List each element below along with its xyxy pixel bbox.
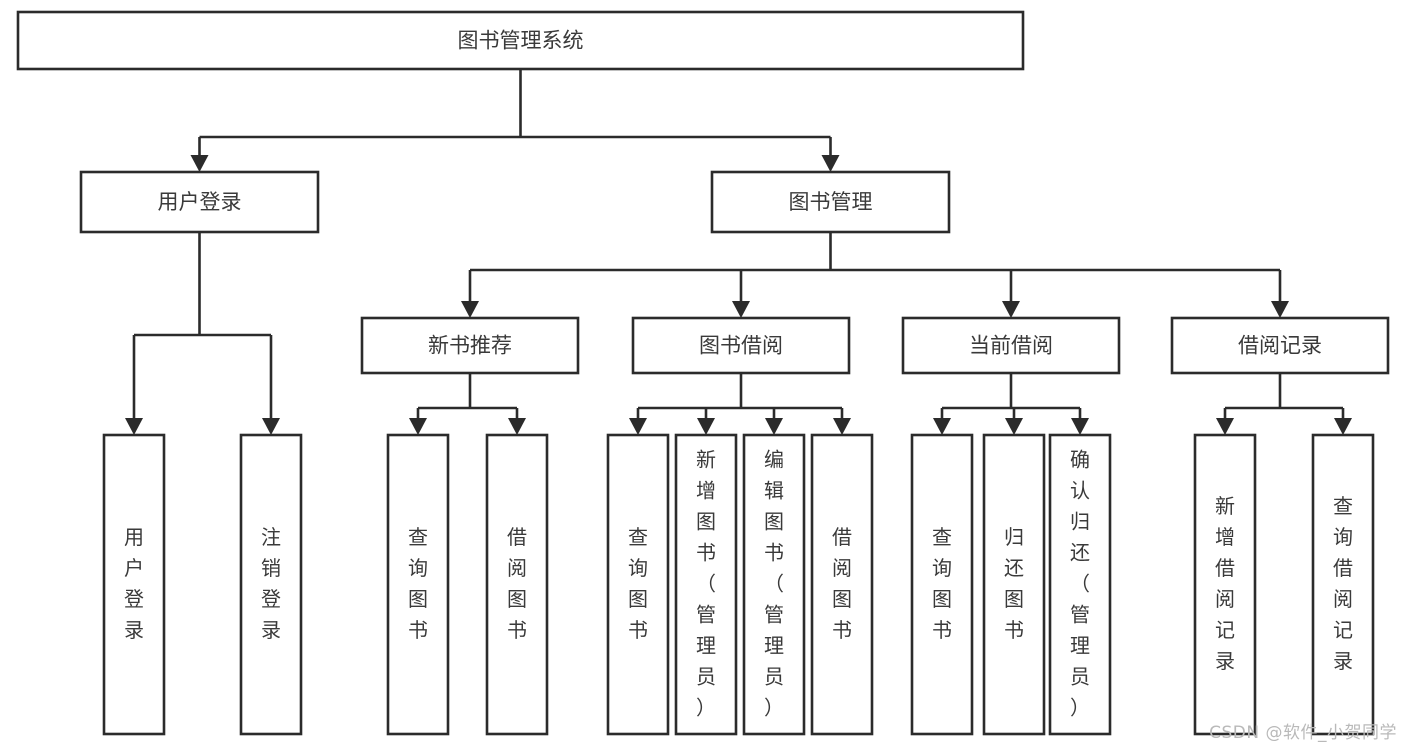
- user-login-branch-1-arrowhead: [262, 418, 280, 435]
- node-root[interactable]: 图书管理系统: [16, 10, 1025, 71]
- node-label-br-add-record: 新增借阅记录: [1215, 494, 1235, 673]
- node-br-query-record[interactable]: 查询借阅记录: [1311, 433, 1375, 736]
- node-box-cb-confirm-return: [1048, 433, 1112, 736]
- node-user-login[interactable]: 用户登录: [79, 170, 320, 234]
- node-label-bb-query-book: 查询图书: [628, 525, 648, 642]
- node-bb-query-book[interactable]: 查询图书: [606, 433, 670, 736]
- node-label-user-login: 用户登录: [158, 190, 242, 214]
- book-manage-branch-2-arrowhead: [1002, 301, 1020, 318]
- node-box-book-manage: [710, 170, 951, 234]
- current-borrow-branch-2-arrowhead: [1071, 418, 1089, 435]
- node-box-borrow-record: [1170, 316, 1390, 375]
- root-branch-1-arrowhead: [821, 155, 840, 172]
- book-borrow-branch-3-arrowhead: [833, 418, 851, 435]
- node-box-br-query-record: [1311, 433, 1375, 736]
- node-label-cb-confirm-return: 确认归还（管理员）: [1070, 447, 1090, 719]
- node-br-add-record[interactable]: 新增借阅记录: [1193, 433, 1257, 736]
- node-box-nbr-borrow-book: [485, 433, 549, 736]
- new-book-recommend-branch-0-arrowhead: [409, 418, 427, 435]
- node-label-user-login-do: 用户登录: [124, 525, 144, 642]
- book-borrow-branch-0-arrowhead: [629, 418, 647, 435]
- node-layer: 图书管理系统用户登录用户登录注销登录图书管理新书推荐查询图书借阅图书图书借阅查询…: [16, 10, 1390, 736]
- node-box-current-borrow: [901, 316, 1121, 375]
- node-label-cb-query-book: 查询图书: [932, 525, 952, 642]
- book-manage-branch-1-arrowhead: [732, 301, 750, 318]
- node-box-book-borrow: [631, 316, 851, 375]
- book-manage-branch-3-arrowhead: [1271, 301, 1289, 318]
- node-bb-borrow-book[interactable]: 借阅图书: [810, 433, 874, 736]
- node-user-logout[interactable]: 注销登录: [239, 433, 303, 736]
- node-label-book-borrow: 图书借阅: [699, 334, 783, 358]
- borrow-record-branch-1-arrowhead: [1334, 418, 1352, 435]
- node-box-bb-query-book: [606, 433, 670, 736]
- node-cb-query-book[interactable]: 查询图书: [910, 433, 974, 736]
- node-user-login-do[interactable]: 用户登录: [102, 433, 166, 736]
- node-label-bb-borrow-book: 借阅图书: [832, 525, 852, 642]
- node-label-cb-return-book: 归还图书: [1004, 525, 1024, 642]
- new-book-recommend-branch-1-arrowhead: [508, 418, 526, 435]
- root-branch-0-arrowhead: [190, 155, 209, 172]
- book-manage-branch-0-arrowhead: [461, 301, 479, 318]
- node-label-user-logout: 注销登录: [261, 525, 281, 642]
- node-nbr-borrow-book[interactable]: 借阅图书: [485, 433, 549, 736]
- node-book-manage[interactable]: 图书管理: [710, 170, 951, 234]
- node-label-borrow-record: 借阅记录: [1238, 334, 1322, 358]
- current-borrow-branch-0-arrowhead: [933, 418, 951, 435]
- node-current-borrow[interactable]: 当前借阅: [901, 316, 1121, 375]
- node-box-br-add-record: [1193, 433, 1257, 736]
- node-box-root: [16, 10, 1025, 71]
- book-borrow-branch-1-arrowhead: [697, 418, 715, 435]
- user-login-branch-0-arrowhead: [125, 418, 143, 435]
- node-label-bb-add-book: 新增图书（管理员）: [696, 447, 716, 719]
- node-book-borrow[interactable]: 图书借阅: [631, 316, 851, 375]
- node-label-br-query-record: 查询借阅记录: [1333, 494, 1353, 673]
- node-label-bb-edit-book: 编辑图书（管理员）: [764, 447, 784, 719]
- node-bb-add-book[interactable]: 新增图书（管理员）: [674, 433, 738, 736]
- borrow-record-branch-0-arrowhead: [1216, 418, 1234, 435]
- node-cb-confirm-return[interactable]: 确认归还（管理员）: [1048, 433, 1112, 736]
- node-label-new-book-recommend: 新书推荐: [428, 334, 512, 358]
- node-box-cb-query-book: [910, 433, 974, 736]
- node-box-cb-return-book: [982, 433, 1046, 736]
- node-bb-edit-book[interactable]: 编辑图书（管理员）: [742, 433, 806, 736]
- node-box-bb-borrow-book: [810, 433, 874, 736]
- node-box-nbr-query-book: [386, 433, 450, 736]
- connector-layer: [125, 69, 1352, 435]
- node-label-root: 图书管理系统: [458, 29, 584, 53]
- node-box-user-login: [79, 170, 320, 234]
- node-nbr-query-book[interactable]: 查询图书: [386, 433, 450, 736]
- node-label-book-manage: 图书管理: [789, 190, 873, 214]
- book-borrow-branch-2-arrowhead: [765, 418, 783, 435]
- node-label-nbr-borrow-book: 借阅图书: [507, 525, 527, 642]
- node-box-new-book-recommend: [360, 316, 580, 375]
- node-new-book-recommend[interactable]: 新书推荐: [360, 316, 580, 375]
- node-box-user-logout: [239, 433, 303, 736]
- node-label-nbr-query-book: 查询图书: [408, 525, 428, 642]
- node-cb-return-book[interactable]: 归还图书: [982, 433, 1046, 736]
- node-box-user-login-do: [102, 433, 166, 736]
- current-borrow-branch-1-arrowhead: [1005, 418, 1023, 435]
- node-label-current-borrow: 当前借阅: [969, 334, 1053, 358]
- node-borrow-record[interactable]: 借阅记录: [1170, 316, 1390, 375]
- node-box-bb-edit-book: [742, 433, 806, 736]
- node-box-bb-add-book: [674, 433, 738, 736]
